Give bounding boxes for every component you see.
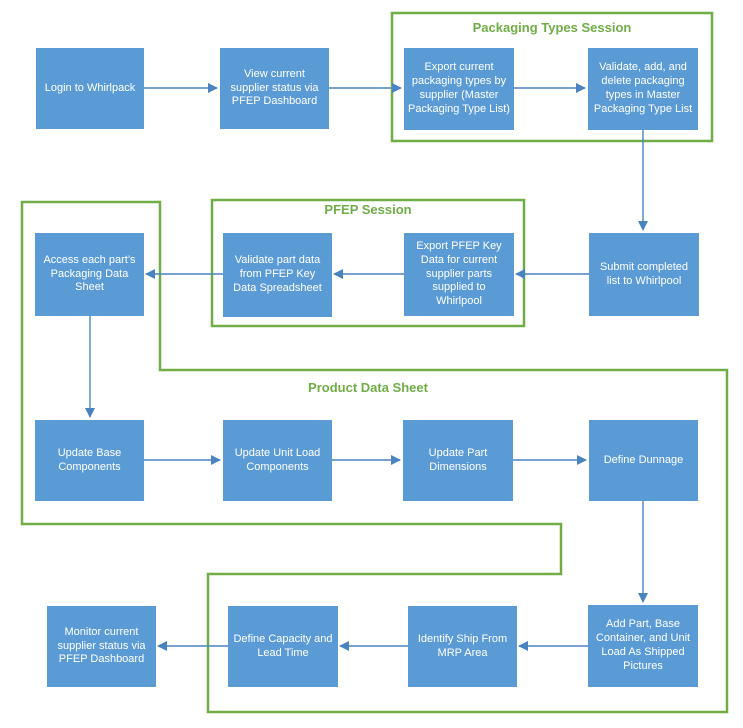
group-packaging-types-session-border bbox=[390, 11, 714, 143]
flow-node-add-pictures: Add Part, Base Container, and Unit Load … bbox=[588, 605, 698, 687]
flow-node-view-status: View current supplier status via PFEP Da… bbox=[220, 48, 329, 129]
flow-node-validate-packaging-types: Validate, add, and delete packaging type… bbox=[588, 48, 698, 130]
flow-node-update-unit-load-components: Update Unit Load Components bbox=[223, 420, 332, 501]
flow-node-export-packaging-types: Export current packaging types by suppli… bbox=[404, 48, 514, 130]
flow-node-identify-ship-from: Identify Ship From MRP Area bbox=[408, 606, 517, 687]
flow-node-update-part-dimensions: Update Part Dimensions bbox=[403, 420, 513, 501]
flow-node-login: Login to Whirlpack bbox=[36, 48, 144, 129]
flow-node-monitor-status: Monitor current supplier status via PFEP… bbox=[47, 606, 156, 687]
group-title-pfep-session: PFEP Session bbox=[324, 202, 412, 217]
flow-node-define-capacity-lead-time: Define Capacity and Lead Time bbox=[228, 606, 338, 687]
flow-node-validate-part-data: Validate part data from PFEP Key Data Sp… bbox=[223, 233, 332, 317]
flow-node-define-dunnage: Define Dunnage bbox=[589, 420, 698, 501]
group-product-data-sheet-border bbox=[20, 200, 729, 714]
group-pfep-session-border bbox=[210, 198, 526, 328]
flow-node-update-base-components: Update Base Components bbox=[35, 420, 144, 501]
group-title-packaging-types-session: Packaging Types Session bbox=[472, 20, 632, 35]
flow-node-export-pfep-key-data: Export PFEP Key Data for current supplie… bbox=[404, 233, 514, 316]
flow-node-access-packaging-data-sheet: Access each part’s Packaging Data Sheet bbox=[35, 233, 144, 316]
group-title-product-data-sheet: Product Data Sheet bbox=[308, 380, 428, 395]
flow-node-submit-list: Submit completed list to Whirlpool bbox=[589, 233, 699, 316]
